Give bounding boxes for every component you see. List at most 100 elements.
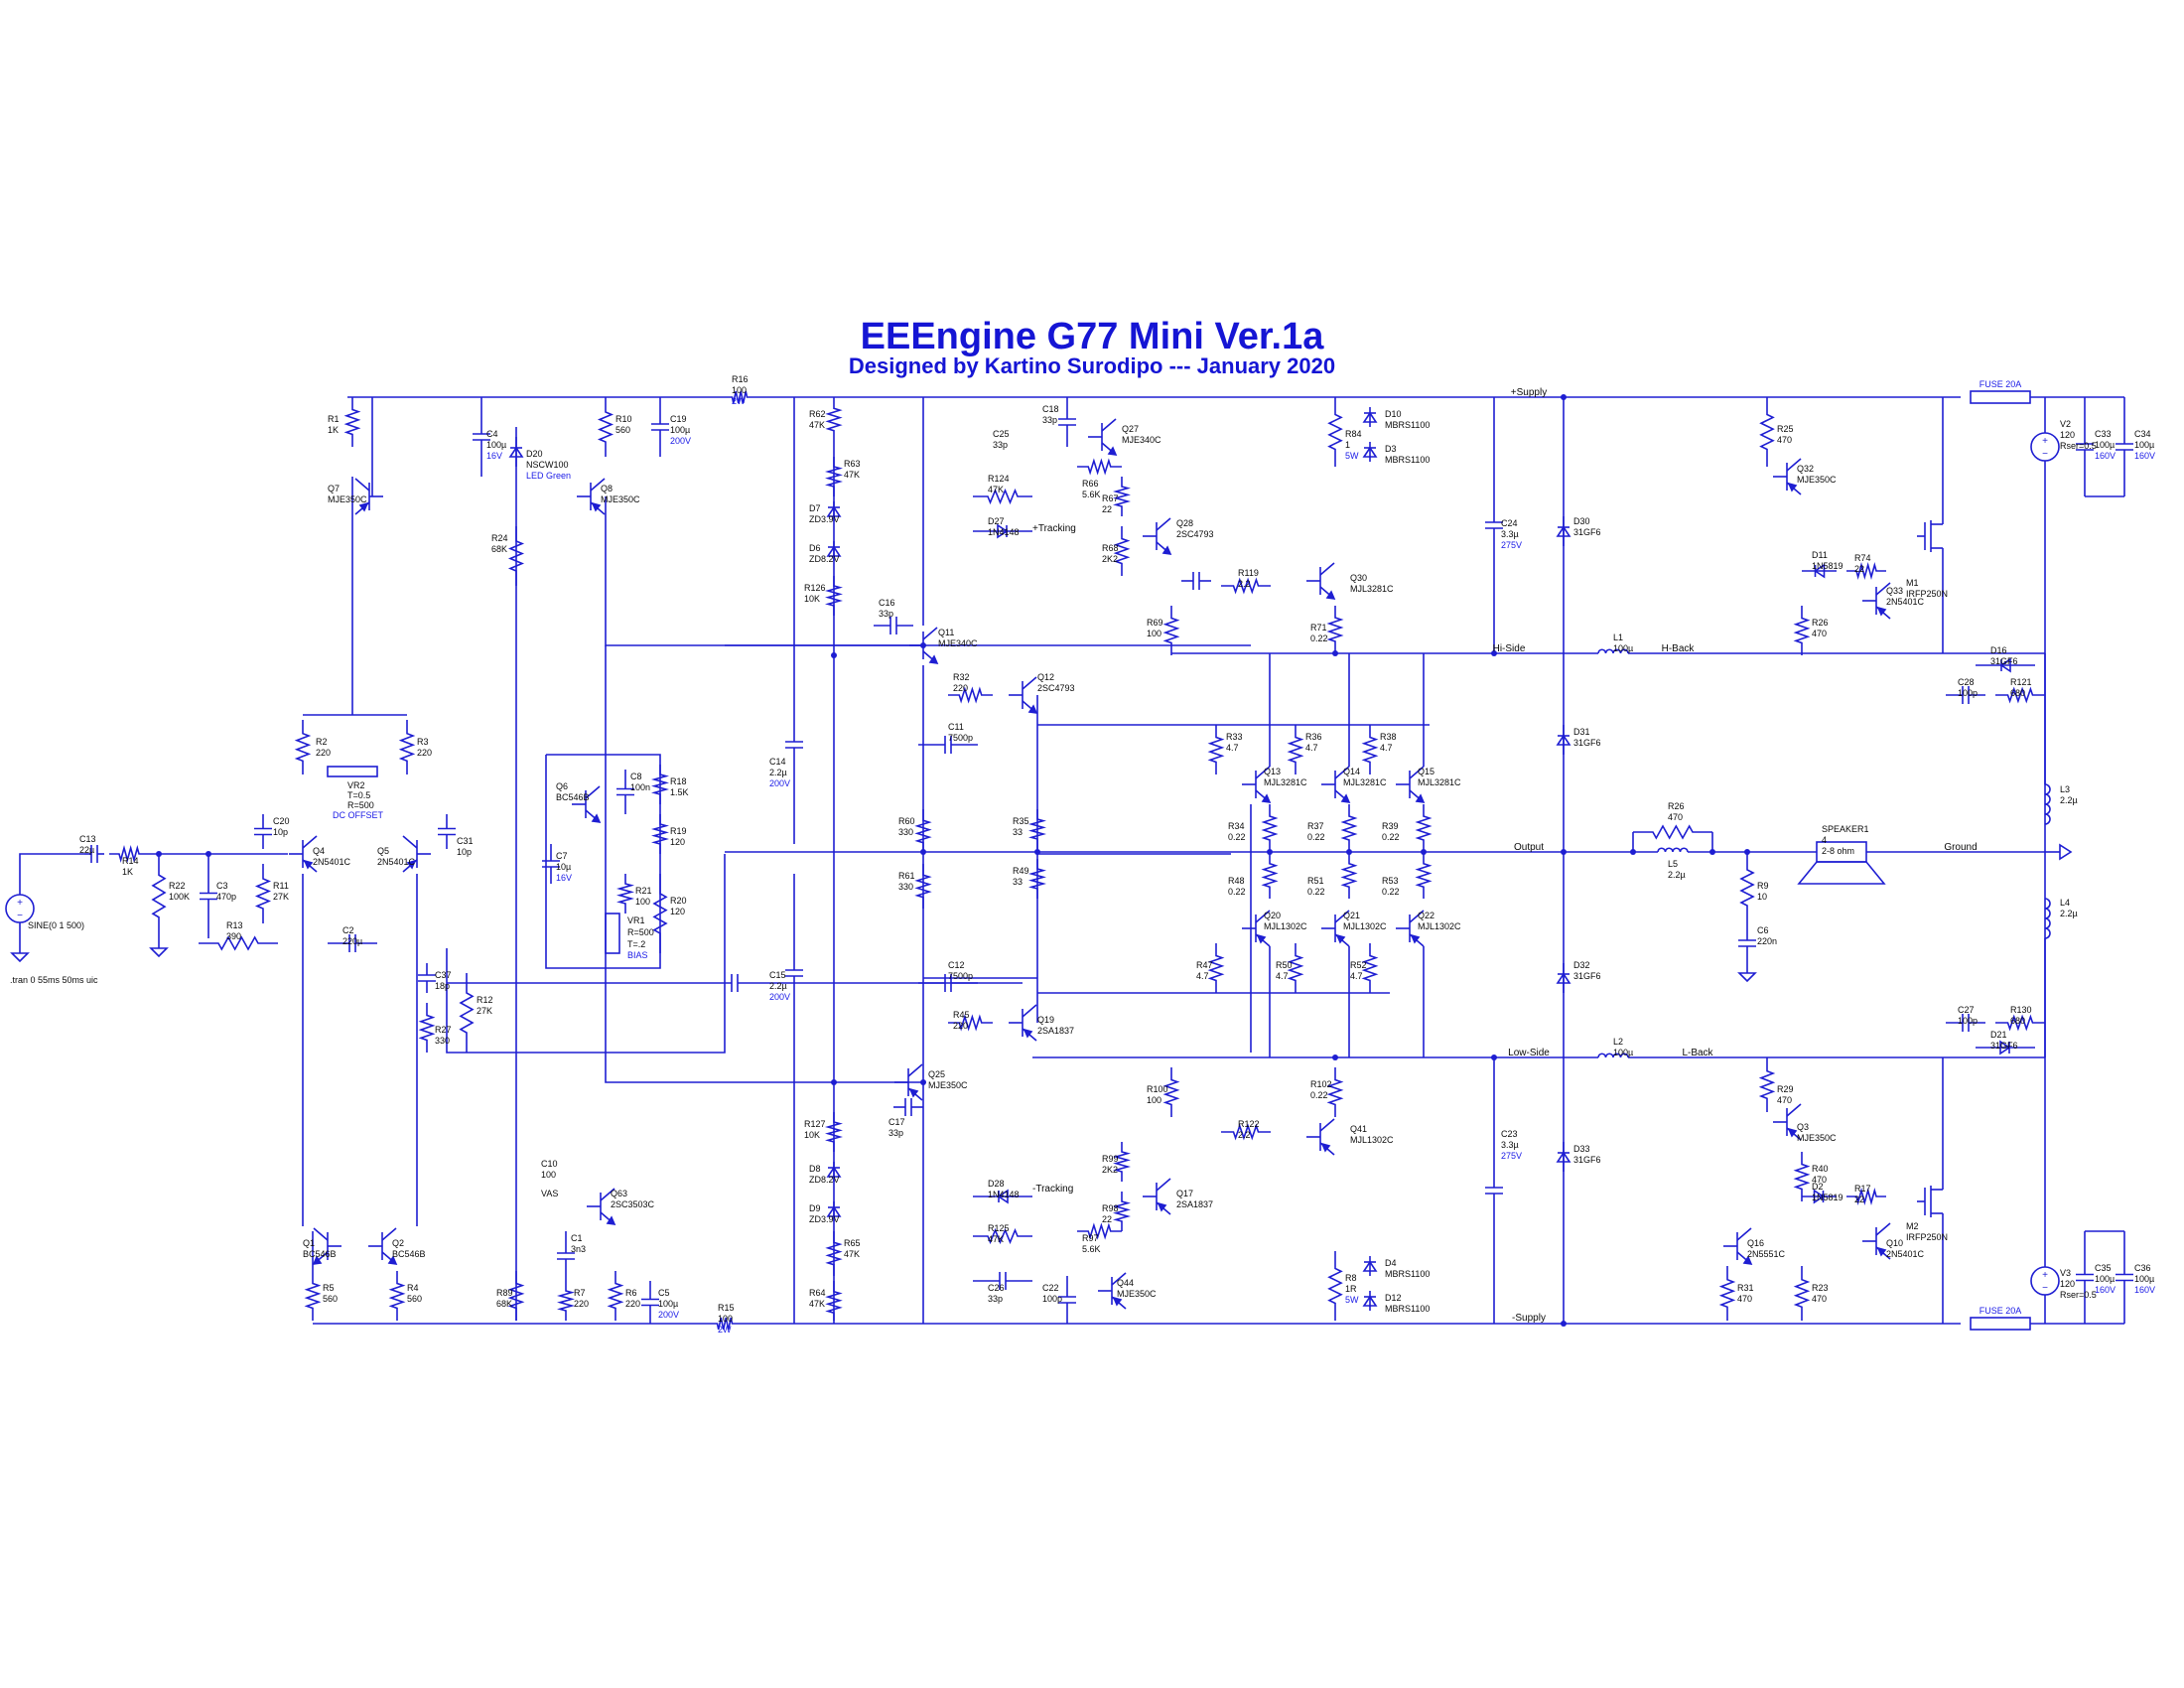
ref-label-r20: R20 xyxy=(670,896,687,906)
resistor-r97 xyxy=(1077,1222,1122,1240)
capacitor-c26 xyxy=(973,1272,1032,1290)
ref-label-r32: R32 xyxy=(953,672,970,682)
ref-label-r98: R98 xyxy=(1102,1203,1119,1213)
transistor-q14 xyxy=(1321,766,1351,803)
value-label-q17: 2SA1837 xyxy=(1176,1199,1213,1209)
diode-d27 xyxy=(973,523,1032,539)
resistor-r39 xyxy=(1415,804,1433,852)
value-label-r121: 680 xyxy=(2010,688,2025,698)
transistor-q21 xyxy=(1321,910,1350,947)
resistor-r126 xyxy=(825,576,843,616)
value-label-r64: 47K xyxy=(809,1299,825,1309)
value-label-c2: 220µ xyxy=(342,936,362,946)
value-label-q7: MJE350C xyxy=(328,494,367,504)
resistor-r5 xyxy=(304,1271,322,1321)
value-label-d7: ZD3.9V xyxy=(809,514,840,524)
value-label-r10: 560 xyxy=(615,425,630,435)
ref-label-d20: D20 xyxy=(526,449,543,459)
note-label-d20: LED Green xyxy=(526,471,571,481)
junction-dot xyxy=(831,1079,837,1085)
rating-label-c23: 275V xyxy=(1501,1151,1522,1161)
net-label-minus-tracking: -Tracking xyxy=(1032,1184,1073,1195)
inductor-l2 xyxy=(1597,1053,1629,1058)
ref-label-c3: C3 xyxy=(216,881,228,891)
wire xyxy=(605,645,923,1083)
value-label-q5: 2N5401C xyxy=(377,857,416,867)
transistor-q7 xyxy=(354,478,383,515)
value-label-d9: ZD3.9V xyxy=(809,1214,840,1224)
rating-label-c33: 160V xyxy=(2095,451,2116,461)
capacitor-c25 xyxy=(447,974,1023,992)
resistor-r125 xyxy=(973,1227,1032,1245)
value-label-v3: 120 xyxy=(2060,1279,2075,1289)
net-label-minus-supply: -Supply xyxy=(1512,1313,1546,1324)
resistor-r25 xyxy=(1759,397,1775,467)
value-label-d11: 1N5819 xyxy=(1812,561,1843,571)
ref-label-d31: D31 xyxy=(1573,727,1590,737)
value-label-r48: 0.22 xyxy=(1228,887,1246,897)
inductor-l1 xyxy=(1597,648,1629,654)
ref-label-r49: R49 xyxy=(1013,866,1029,876)
resistor-r18 xyxy=(651,765,669,804)
value-label-r7: 220 xyxy=(574,1299,589,1309)
value-label-c24: 3.3µ xyxy=(1501,529,1519,539)
ref-label-r119: R119 xyxy=(1238,568,1259,578)
ref-label-r60: R60 xyxy=(898,816,915,826)
value-label-d21: 31GF6 xyxy=(1990,1041,2018,1051)
resistor-r49 xyxy=(1028,859,1046,899)
capacitor-c16 xyxy=(874,617,913,634)
inductor-l3 xyxy=(2044,783,2051,825)
ref-label-r84: R84 xyxy=(1345,429,1362,439)
ref-label-c20: C20 xyxy=(273,816,290,826)
rating-label-c19: 200V xyxy=(670,436,691,446)
ref-label-r4: R4 xyxy=(407,1283,419,1293)
resistor-r121 xyxy=(1995,686,2045,704)
ref-label-d33: D33 xyxy=(1573,1144,1590,1154)
ref-label-r67: R67 xyxy=(1102,493,1119,503)
value-label-c35: 100µ xyxy=(2095,1274,2115,1284)
transistor-q13 xyxy=(1242,766,1272,803)
rating-label-c7: 16V xyxy=(556,873,572,883)
ref-label-c5: C5 xyxy=(658,1288,670,1298)
ref-label-r26: R26 xyxy=(1812,618,1829,628)
resistor-r32 xyxy=(948,686,993,704)
transistor-q28 xyxy=(1143,517,1172,555)
diode-d28 xyxy=(973,1189,1032,1204)
ref-label-q13: Q13 xyxy=(1264,767,1281,776)
value-label-l3: 2.2µ xyxy=(2060,795,2078,805)
value-label-q16: 2N5551C xyxy=(1747,1249,1786,1259)
value-label-q63: 2SC3503C xyxy=(611,1199,655,1209)
resistor-r29 xyxy=(1758,1057,1776,1112)
value-label-r11: 27K xyxy=(273,892,289,902)
junction-dot xyxy=(1332,1055,1338,1060)
value-label-r20: 120 xyxy=(670,907,685,916)
ref-label-d6: D6 xyxy=(809,543,821,553)
ref-label-r37: R37 xyxy=(1307,821,1324,831)
junction-dot xyxy=(205,851,211,857)
junction-dot xyxy=(156,851,162,857)
value-label-r98: 22 xyxy=(1102,1214,1112,1224)
net-label-plus-supply: +Supply xyxy=(1511,387,1547,398)
resistor-r17 xyxy=(1846,1188,1886,1205)
rating-label-c24: 275V xyxy=(1501,540,1522,550)
value-label-r99: 2K2 xyxy=(1102,1165,1118,1175)
resistor-r14 xyxy=(109,845,149,863)
value-label-r2: 220 xyxy=(316,748,331,758)
ref-label-q30: Q30 xyxy=(1350,573,1367,583)
ref-label-c24: C24 xyxy=(1501,518,1518,528)
junction-dot xyxy=(1267,849,1273,855)
value-label-r49: 33 xyxy=(1013,877,1023,887)
ref-label-q1: Q1 xyxy=(303,1238,315,1248)
value-label-r37: 0.22 xyxy=(1307,832,1325,842)
value-label-q22: MJL1302C xyxy=(1418,921,1461,931)
value-label-c25: 33p xyxy=(993,440,1008,450)
bias-label: BIAS xyxy=(627,950,648,960)
ref-label-r23: R23 xyxy=(1812,1283,1829,1293)
value-label-c8: 100n xyxy=(630,782,650,792)
transistor-q32 xyxy=(1773,458,1802,495)
ref-label-c36: C36 xyxy=(2134,1263,2151,1273)
value-label-m2: IRFP250N xyxy=(1906,1232,1948,1242)
value-label-c13: 22µ xyxy=(79,845,94,855)
diode-d6 xyxy=(826,541,842,561)
